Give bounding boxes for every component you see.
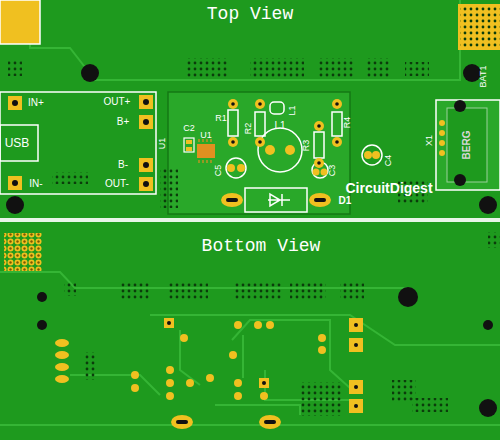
part-name: R3 (302, 139, 311, 151)
part-name: C3 (328, 164, 337, 176)
part-name: BAT1 (480, 65, 489, 87)
part-name: C5 (214, 164, 223, 176)
pin-label: B- (118, 160, 128, 170)
view-title: Bottom View (202, 237, 321, 255)
part-name: L1 (287, 105, 296, 115)
part-name: C2 (183, 124, 195, 133)
part-name: C4 (384, 154, 393, 166)
pin-label: IN- (29, 179, 42, 189)
part-name: R2 (244, 122, 253, 134)
view-title: Top View (207, 5, 293, 23)
connector-brand: BERG (462, 131, 472, 160)
pin-label: B+ (117, 117, 130, 127)
pin-label: OUT+ (104, 97, 131, 107)
part-name: D1 (339, 196, 352, 206)
part-name: U1 (158, 137, 167, 149)
brand-logo: CircuitDigest (345, 181, 432, 195)
connector-label: USB (5, 137, 30, 149)
part-name: L1 (274, 121, 285, 131)
part-name: X1 (425, 134, 434, 145)
part-name: R4 (343, 116, 352, 128)
part-name: U1 (200, 131, 212, 140)
pin-label: OUT- (105, 179, 129, 189)
pin-label: IN+ (28, 98, 44, 108)
part-name: R1 (215, 114, 227, 123)
